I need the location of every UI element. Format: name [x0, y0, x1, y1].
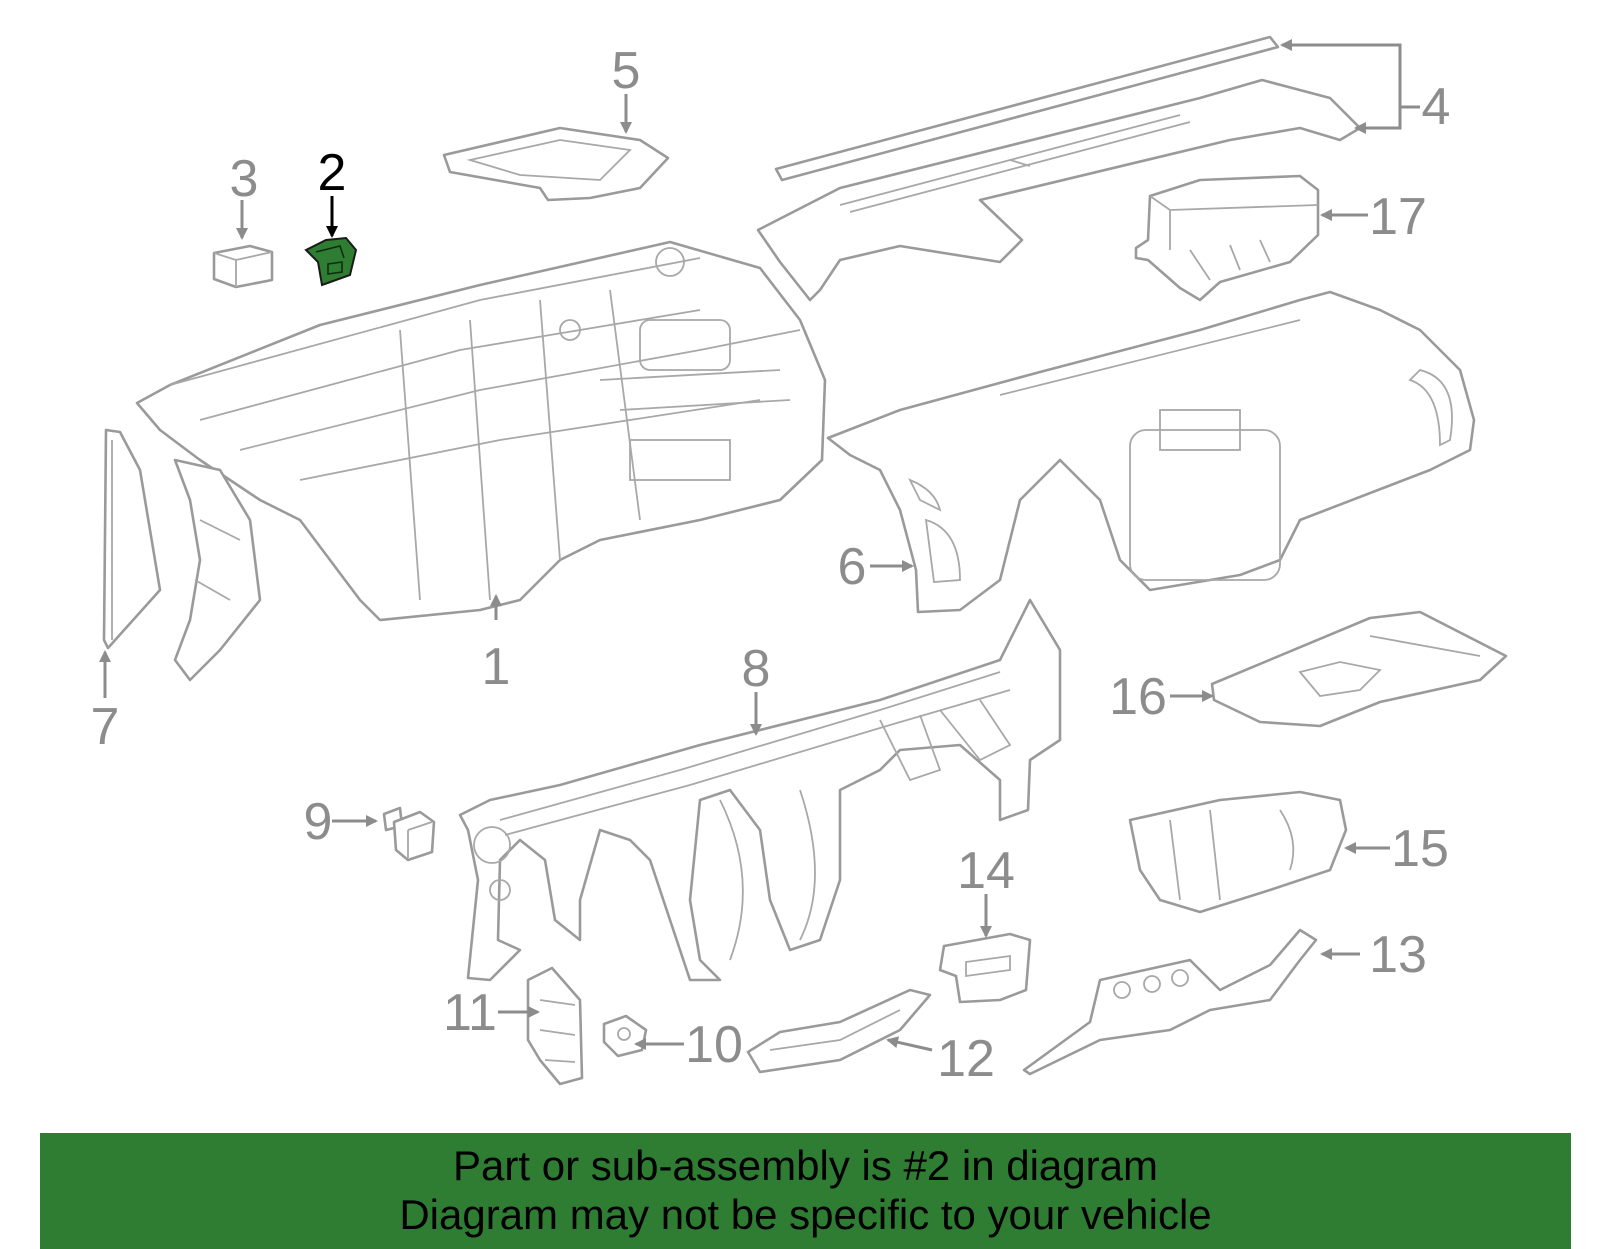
- part-5-tray[interactable]: [442, 126, 670, 202]
- part-17-air-bag-module[interactable]: [1134, 174, 1320, 302]
- callout-9: 9: [304, 793, 333, 851]
- part-8-cross-car-beam[interactable]: [458, 598, 1062, 982]
- part-4-upper-dash-trim[interactable]: [756, 35, 1362, 302]
- part-2-highlighted-bracket[interactable]: [304, 236, 358, 287]
- part-14-small-trim[interactable]: [938, 932, 1032, 1004]
- part-6-dash-trim-panel[interactable]: [826, 290, 1476, 614]
- part-15-glove-box[interactable]: [1128, 790, 1348, 914]
- part-10-nut[interactable]: [602, 1014, 648, 1058]
- leader-4a: [1290, 43, 1420, 109]
- callout-13: 13: [1369, 926, 1427, 984]
- callout-3: 3: [230, 150, 259, 208]
- callout-10: 10: [685, 1016, 743, 1074]
- part-16-lower-tray[interactable]: [1210, 610, 1508, 728]
- callout-11: 11: [443, 984, 497, 1042]
- part-7-end-cap[interactable]: [102, 428, 162, 650]
- callout-12: 12: [937, 1030, 995, 1088]
- callout-1: 1: [482, 638, 511, 696]
- part-3-clip[interactable]: [212, 244, 274, 289]
- part-9-bolt[interactable]: [382, 806, 436, 862]
- part-12-lower-trim[interactable]: [746, 988, 932, 1074]
- callout-4: 4: [1422, 78, 1451, 136]
- callout-numbers: 1 2 3 4 5 6 7 8 9 10 11 12 13 14 15 16 1…: [91, 42, 1451, 1088]
- callout-16: 16: [1109, 668, 1167, 726]
- callout-15: 15: [1391, 820, 1449, 878]
- leader-lines: [99, 39, 1420, 1052]
- part-1-instrument-panel-carrier[interactable]: [135, 240, 827, 682]
- callout-17: 17: [1369, 188, 1427, 246]
- callout-2: 2: [318, 144, 347, 202]
- banner-line-1: Part or sub-assembly is #2 in diagram: [453, 1142, 1158, 1189]
- callout-6: 6: [838, 538, 867, 596]
- info-banner: Part or sub-assembly is #2 in diagram Di…: [40, 1133, 1571, 1249]
- banner-line-2: Diagram may not be specific to your vehi…: [399, 1191, 1212, 1238]
- callout-7: 7: [91, 698, 120, 756]
- callout-14: 14: [957, 842, 1015, 900]
- part-13-knee-bolster[interactable]: [1022, 928, 1318, 1076]
- leader-12: [886, 1036, 933, 1052]
- leader-4b: [1362, 107, 1402, 130]
- callout-5: 5: [612, 42, 641, 100]
- callout-8: 8: [742, 640, 771, 698]
- part-11-side-bracket[interactable]: [526, 966, 584, 1086]
